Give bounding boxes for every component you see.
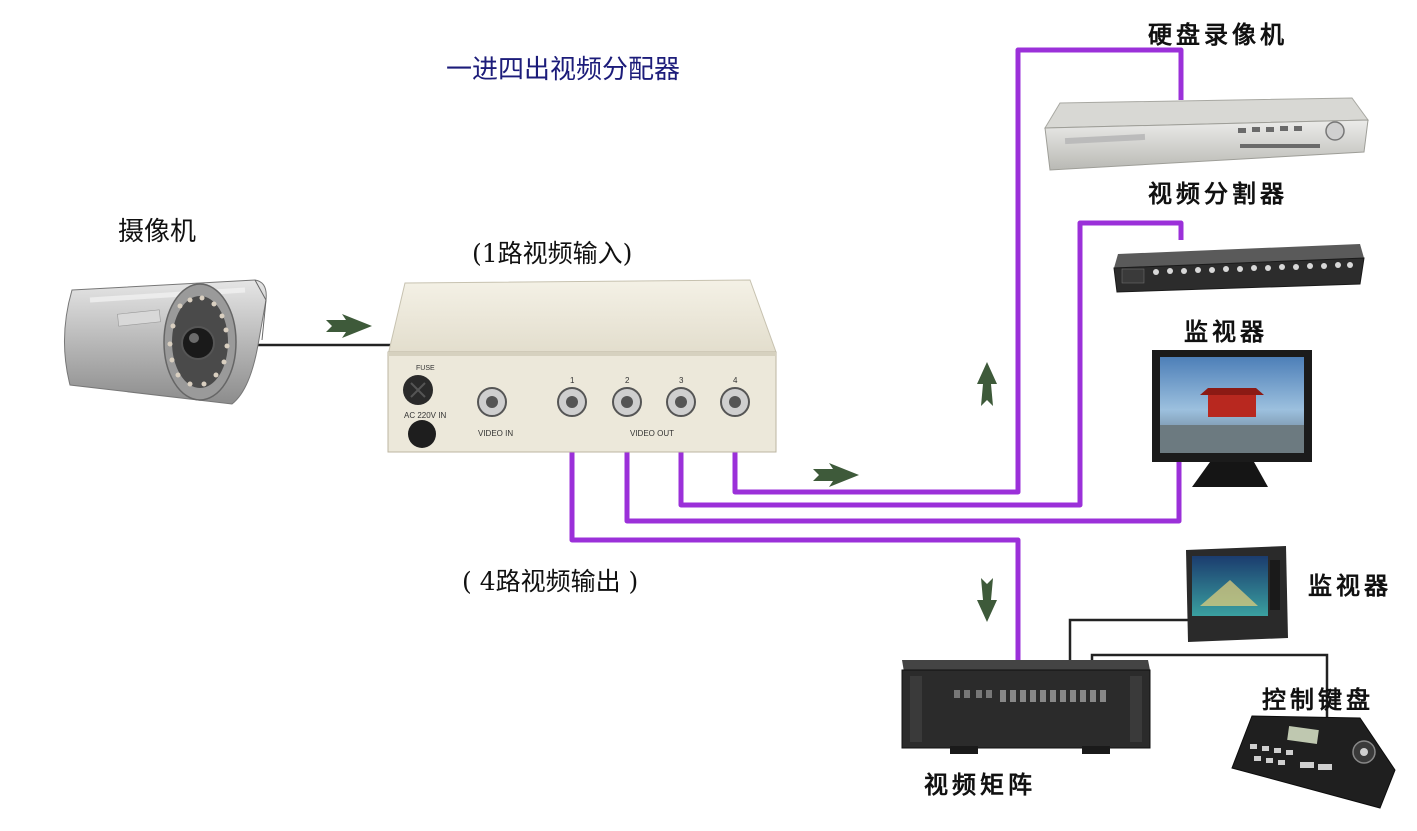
video-in-label: VIDEO IN <box>478 429 513 438</box>
flow-arrows <box>326 314 997 622</box>
arrow-icon <box>977 362 997 406</box>
ac-label: AC 220V IN <box>404 411 446 420</box>
video-out-label: VIDEO OUT <box>630 429 674 438</box>
port-4-label: 4 <box>733 376 738 385</box>
wire-matrix-to-crt <box>1068 618 1197 665</box>
monitor-1-label: 监视器 <box>1184 317 1268 346</box>
crt-monitor-icon <box>1186 546 1288 642</box>
port-3-label: 3 <box>679 376 684 385</box>
lcd-monitor-icon <box>1152 350 1312 487</box>
power-socket <box>408 420 436 448</box>
matrix-label: 视频矩阵 <box>924 770 1036 799</box>
splitter-label: 视频分割器 <box>1148 179 1288 208</box>
cable-port1-to-matrix <box>569 410 1021 662</box>
keyboard-icon <box>1231 715 1396 809</box>
page-title: 一进四出视频分配器 <box>446 55 680 85</box>
port-2-label: 2 <box>625 376 630 385</box>
camera-label: 摄像机 <box>118 217 196 247</box>
distributor-labels: FUSE AC 220V IN VIDEO IN VIDEO OUT 1 2 3… <box>404 365 738 438</box>
cable-port4-to-dvr <box>732 47 1184 495</box>
input-label: (1路视频输入) <box>472 239 632 268</box>
output-cables <box>569 47 1184 662</box>
arrow-icon <box>977 578 997 622</box>
keyboard-label: 控制键盘 <box>1262 685 1374 714</box>
output-label: ( 4路视频输出 ) <box>462 567 638 596</box>
arrow-icon <box>326 314 372 338</box>
text-labels: 一进四出视频分配器 摄像机 (1路视频输入) ( 4路视频输出 ) 硬盘录像机 … <box>118 20 1392 799</box>
dvr-label: 硬盘录像机 <box>1148 20 1288 49</box>
cable-port3-to-splitter <box>678 220 1184 508</box>
dvr-icon <box>1044 97 1369 171</box>
arrow-icon <box>813 463 859 487</box>
monitor-2-label: 监视器 <box>1308 571 1392 600</box>
splitter-icon <box>1113 244 1365 293</box>
cable-port2-to-monitor <box>624 410 1182 524</box>
fuse-label: FUSE <box>416 365 435 372</box>
camera-icon <box>64 279 267 405</box>
port-1-label: 1 <box>570 376 575 385</box>
distributor-icon <box>387 279 777 453</box>
matrix-icon <box>901 660 1151 754</box>
